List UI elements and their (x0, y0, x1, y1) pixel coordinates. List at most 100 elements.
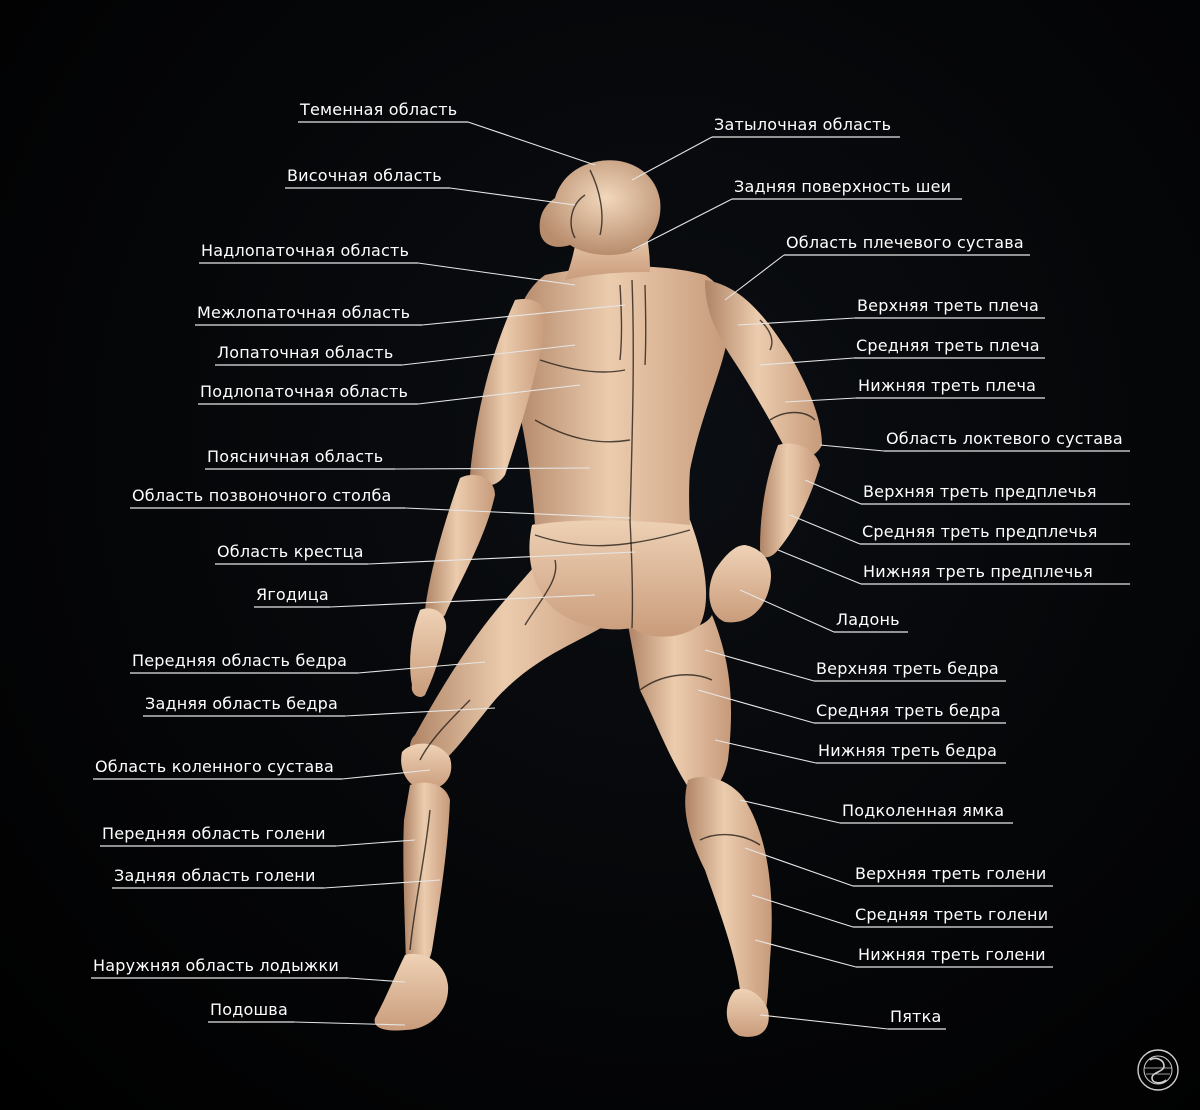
label-text: Область локтевого сустава (886, 429, 1123, 448)
leader-line (737, 317, 856, 326)
label-temennaya: Теменная область (298, 100, 596, 166)
label-nizh-bedro: Нижняя треть бедра (714, 739, 1006, 764)
label-podkolennaya: Подколенная ямка (739, 799, 1013, 824)
label-plechevoy-sustav: Область плечевого сустава (724, 233, 1030, 301)
leader-line (417, 384, 581, 405)
label-pozvonochnik: Область позвоночного столба (130, 486, 631, 519)
label-text: Средняя треть голени (855, 905, 1048, 924)
watermark-logo (1137, 1049, 1179, 1091)
leader-line (347, 977, 406, 983)
leader-line (417, 262, 576, 286)
label-text: Передняя область голени (102, 824, 326, 843)
label-text: Область крестца (217, 542, 364, 561)
torso (510, 266, 730, 525)
leader-line (401, 344, 576, 366)
label-verh-predplechye: Верхняя треть предплечья (804, 479, 1130, 505)
label-krestets: Область крестца (215, 542, 636, 565)
leader-line (293, 1021, 406, 1026)
leader-line (739, 589, 835, 633)
body-seams (409, 169, 816, 951)
label-text: Нижняя треть бедра (818, 741, 997, 760)
label-text: Затылочная область (714, 115, 891, 134)
label-pered-golen: Передняя область голени (100, 824, 416, 847)
leader-line (404, 507, 631, 519)
label-lodyzhka: Наружняя область лодыжки (91, 956, 406, 983)
label-pyatka: Пятка (759, 1007, 946, 1030)
leader-line (754, 939, 857, 968)
leader-line (335, 839, 416, 847)
label-text: Нижняя треть голени (858, 945, 1046, 964)
label-sred-plecho: Средняя треть плеча (759, 336, 1045, 366)
leader-line (467, 121, 596, 166)
label-text: Ладонь (836, 610, 900, 629)
right-foot (726, 988, 769, 1037)
label-nadlopatochnaya: Надлопаточная область (199, 241, 576, 286)
label-text: Задняя область бедра (145, 694, 338, 713)
label-text: Наружняя область лодыжки (93, 956, 339, 975)
left-foot (374, 953, 449, 1031)
label-sred-golen: Средняя треть голени (751, 894, 1053, 928)
label-text: Межлопаточная область (197, 303, 410, 322)
leader-line (739, 799, 841, 824)
label-text: Область коленного сустава (95, 757, 334, 776)
label-text: Лопаточная область (217, 343, 393, 362)
label-text: Средняя треть предплечья (862, 522, 1098, 541)
figure-body (374, 160, 822, 1037)
pelvis (529, 516, 707, 637)
label-yagoditsa: Ягодица (254, 585, 596, 608)
right-shin (685, 776, 772, 1027)
label-text: Пятка (890, 1007, 941, 1026)
leader-line (421, 304, 626, 326)
label-text: Нижняя треть предплечья (863, 562, 1093, 581)
label-sred-predplechye: Средняя треть предплечья (789, 514, 1130, 545)
leader-line (714, 739, 817, 764)
label-text: Нижняя треть плеча (858, 376, 1036, 395)
leader-line (357, 661, 486, 674)
label-zad-bedro: Задняя область бедра (143, 694, 496, 717)
label-loktevoy-sustav: Область локтевого сустава (819, 429, 1130, 452)
label-verh-golen: Верхняя треть голени (744, 847, 1053, 887)
left-upper-arm (470, 299, 547, 486)
label-text: Верхняя треть плеча (857, 296, 1039, 315)
leader-line (819, 444, 885, 452)
leader-line (789, 514, 861, 545)
label-poyasnichnaya: Поясничная область (205, 447, 591, 470)
leader-line (751, 894, 854, 928)
label-sred-bedro: Средняя треть бедра (697, 689, 1006, 724)
leader-line (329, 594, 596, 608)
label-text: Ягодица (256, 585, 329, 604)
label-kolenny-sustav: Область коленного сустава (93, 757, 431, 780)
label-nizh-predplechye: Нижняя треть предплечья (777, 549, 1130, 585)
right-hand (709, 545, 771, 623)
leader-line (367, 551, 636, 565)
left-shin (403, 782, 450, 970)
leader-line (784, 397, 857, 403)
leader-line (344, 707, 496, 717)
label-text: Теменная область (299, 100, 457, 119)
label-podoshva: Подошва (208, 1000, 406, 1026)
label-nizh-golen: Нижняя треть голени (754, 939, 1053, 968)
leader-line (759, 1014, 889, 1030)
label-text: Передняя область бедра (132, 651, 347, 670)
leader-line (697, 689, 815, 724)
leader-line (394, 467, 591, 470)
leader-line (631, 136, 713, 181)
label-lopatochnaya: Лопаточная область (215, 343, 576, 366)
leader-line (341, 769, 431, 780)
label-verh-plecho: Верхняя треть плеча (737, 296, 1045, 326)
leader-line (744, 847, 854, 887)
leader-line (804, 479, 862, 505)
label-text: Подколенная ямка (842, 801, 1004, 820)
label-zadnyaya-sheya: Задняя поверхность шеи (631, 177, 962, 251)
left-forearm (425, 474, 495, 622)
leader-line (777, 549, 862, 585)
label-text: Задняя область голени (114, 866, 316, 885)
leader-line (323, 879, 441, 889)
label-nizh-plecho: Нижняя треть плеча (784, 376, 1045, 403)
label-ladon: Ладонь (739, 589, 908, 633)
head (539, 160, 661, 256)
label-text: Надлопаточная область (201, 241, 409, 260)
label-visochnaya: Височная область (285, 166, 576, 206)
